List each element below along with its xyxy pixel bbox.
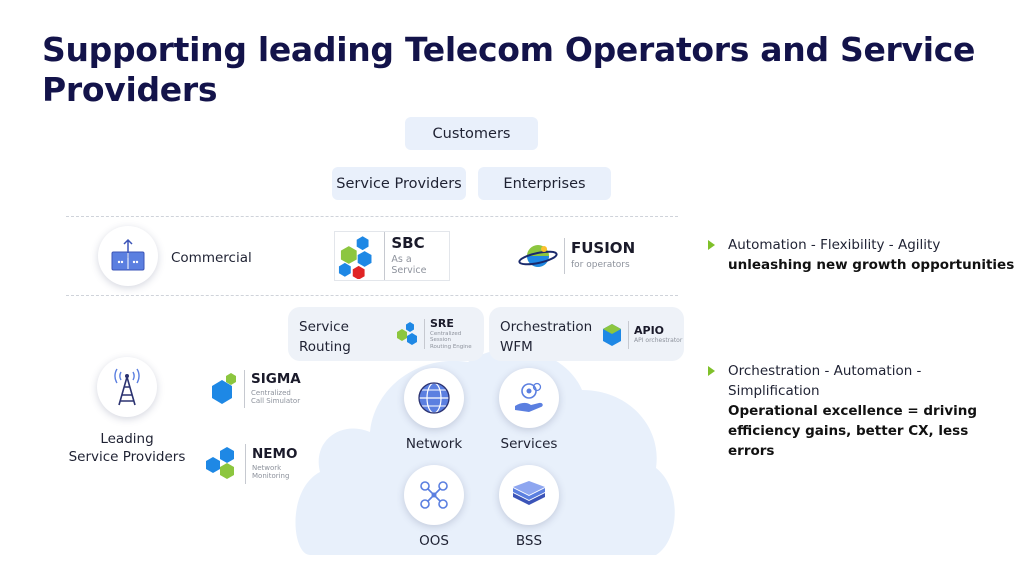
fusion-sub: for operators [571, 260, 630, 271]
nemo-name: NEMO [252, 445, 298, 462]
bullet-2: Orchestration - Automation - Simplificat… [728, 361, 1018, 461]
sre-name: SRE [429, 317, 454, 331]
sbc-name: SBC [391, 233, 425, 252]
service-routing-line2: Routing [299, 339, 351, 355]
network-label: Network [405, 436, 463, 452]
leading-line1: Leading [100, 431, 154, 447]
bullet-arrow-icon [708, 240, 715, 250]
apio-logo: APIO API orchestrator [601, 321, 682, 349]
fusion-logo: FUSION for operators [518, 238, 635, 274]
bss-layers-icon [499, 465, 559, 525]
customers-pill: Customers [405, 117, 538, 150]
bullet-arrow-icon [708, 366, 715, 376]
nemo-hexagon-icon [206, 447, 234, 479]
cloud-shape [295, 348, 675, 555]
enterprises-pill: Enterprises [478, 167, 611, 200]
service-routing-line1: Service [299, 319, 349, 335]
sigma-logo: SIGMA Centralized Call Simulator [208, 370, 301, 408]
leading-label: Leading Service Providers [56, 430, 198, 466]
bullet-2-line1: Orchestration - Automation - [728, 363, 922, 379]
services-label: Services [500, 436, 558, 452]
sigma-sub2: Call Simulator [251, 397, 301, 406]
bullet-1-line1: Automation - Flexibility - Agility [728, 237, 941, 253]
fusion-planet-icon [518, 245, 558, 267]
network-globe-icon [404, 368, 464, 428]
sre-hexagon-icon [396, 322, 417, 345]
bullet-1: Automation - Flexibility - Agility unlea… [728, 235, 1018, 275]
sbc-hexagon-icon [338, 236, 372, 279]
bss-label: BSS [515, 533, 543, 549]
commercial-label: Commercial [171, 250, 252, 266]
fusion-name: FUSION [571, 239, 636, 258]
sbc-logo: SBC As a Service [334, 231, 450, 281]
service-providers-pill: Service Providers [332, 167, 466, 200]
apio-hexagon-icon [603, 324, 621, 346]
bullet-2-bold2: efficiency gains, better CX, less errors [728, 423, 969, 459]
services-hand-icon [499, 368, 559, 428]
oos-nodes-icon [404, 465, 464, 525]
bullet-2-line2: Simplification [728, 383, 820, 399]
orchestration-panel: Orchestration WFM APIO API orchestrator [489, 307, 684, 361]
antenna-tower-icon [97, 357, 157, 417]
page-title: Supporting leading Telecom Operators and… [42, 30, 976, 109]
apio-name: APIO [634, 324, 665, 338]
nemo-logo: NEMO Network Monitoring [203, 444, 297, 484]
nemo-sub2: Monitoring [252, 472, 290, 481]
nemo-sub1: Network [252, 464, 282, 473]
sre-logo: SRE Centralized Session Routing Engine [395, 317, 484, 350]
commercial-icon [98, 226, 158, 286]
leading-line2: Service Providers [68, 449, 186, 465]
divider-middle [66, 295, 678, 296]
orchestration-line2: WFM [500, 339, 533, 355]
sigma-sub1: Centralized [251, 389, 291, 398]
sbc-sub: As a Service [391, 253, 427, 276]
sre-sub1: Centralized Session [429, 331, 462, 344]
sre-sub2: Routing Engine [429, 343, 472, 350]
apio-sub: API orchestrator [634, 337, 683, 345]
service-routing-panel: Service Routing SRE Centralized Session … [288, 307, 484, 361]
sigma-name: SIGMA [251, 370, 301, 387]
bullet-2-bold1: Operational excellence = driving [728, 403, 978, 419]
sigma-hexagon-icon [212, 373, 236, 404]
bullet-1-bold1: unleashing new growth opportunities [728, 257, 1015, 273]
divider-top [66, 216, 678, 217]
oos-label: OOS [419, 533, 449, 549]
orchestration-line1: Orchestration [500, 319, 593, 335]
